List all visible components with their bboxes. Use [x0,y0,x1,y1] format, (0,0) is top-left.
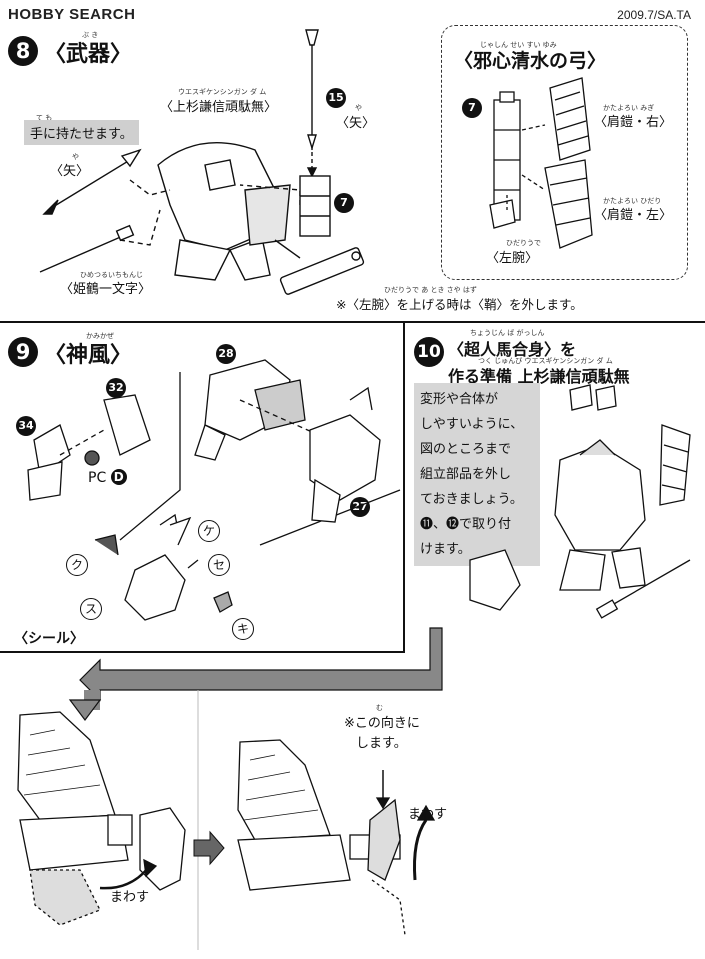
note-line-6: ⓫、⓬で取り付 [420,517,512,532]
right-shoulder-label: 〈肩鎧・右〉 [594,115,673,130]
left-arm-ruby: ひだりうで [506,239,541,247]
note-line-3: 図のところまで [420,442,512,457]
left-arm-label: 〈左腕〉 [486,251,539,266]
note-line-1: 変形や合体が [420,392,499,407]
bottom-note-ruby: ひだりうで あ とき さや はず [384,286,477,294]
step-9-title-ruby: かみかぜ [86,332,114,340]
note-line-2: しやすいように、 [420,417,524,432]
step-9-title: 〈神風〉 [44,343,133,368]
step-10-title-line1: 〈超人馬合身〉を [448,340,577,359]
pc-d-badge: D [110,469,127,485]
bottom-note: ※〈左腕〉を上げる時は〈鞘〉を外します。 [336,297,583,312]
step-9-bottom-border [0,651,405,653]
bow-part-7-badge: 7 [462,98,482,118]
hold-note-ruby: て も [36,114,53,122]
unit-label: 〈上杉謙信頑駄無〉 [160,100,278,115]
part-27-badge: 27 [350,497,370,517]
right-shoulder-ruby: かたよろい みぎ [603,104,655,112]
note-line-5: ておきましょう。 [420,492,523,507]
part-32-badge: 32 [106,378,126,398]
part-28-badge: 28 [216,344,236,364]
seal-ke: ケ [198,520,220,542]
row-divider [0,321,705,323]
seal-label: 〈シール〉 [14,631,84,647]
arrow-ruby: や [72,153,79,161]
sword-ruby: ひめつるいちもんじ [80,271,143,279]
rotate-label-left: まわす [110,890,150,905]
step-10-note: 変形や合体が しやすいように、 図のところまで 組立部品を外し ておきましょう。… [414,383,540,566]
bow-title: 〈邪心清水の弓〉 [454,50,607,72]
print-date: 2009.7/SA.TA [617,8,691,22]
site-logo: HOBBY SEARCH [8,6,136,23]
rotate-label-right: まわす [408,807,448,822]
sword-label: 〈姫鶴一文字〉 [60,282,152,297]
bow-detail-box [441,25,688,280]
step-8-number: 8 [8,36,38,66]
part-15-badge: 15 [326,88,346,108]
arrow-label: 〈矢〉 [50,164,90,179]
unit-ruby: ウエスギケンシンガン ダ ム [178,88,267,96]
seal-ki: キ [232,618,254,640]
step-10-number: 10 [414,337,444,367]
column-divider [403,321,405,651]
left-shoulder-label: 〈肩鎧・左〉 [594,208,673,223]
seal-se: セ [208,554,230,576]
orientation-note-line2: します。 [356,736,407,751]
seal-su: ス [80,598,102,620]
step-8-title: 〈武器〉 [44,42,133,67]
step-10-line1-ruby: ちょうじん ば がっしん [470,329,545,337]
note-line-7: けます。 [420,542,471,557]
step-9-number: 9 [8,337,38,367]
pc-label: PC D [88,469,127,486]
arrow-right-label: 〈矢〉 [336,116,376,131]
arrow-right-ruby: や [355,104,362,112]
step-10-title-line2: 作る準備 上杉謙信頑駄無 [448,367,630,386]
orientation-note-ruby: む [376,704,383,712]
step-10-line2-ruby: つく じゅんび ウエスギケンシンガン ダ ム [478,357,613,365]
pc-text: PC [88,470,107,486]
bow-title-ruby: じゃしん せい すい ゆみ [480,41,557,49]
part-34-badge: 34 [16,416,36,436]
left-shoulder-ruby: かたよろい ひだり [603,197,662,205]
part-7-badge: 7 [334,193,354,213]
step-8-title-ruby: ぶ き [82,31,99,39]
hold-note: 手に持たせます。 [24,120,139,145]
note-line-4: 組立部品を外し [420,467,512,482]
orientation-note-line1: ※この向きに [344,716,420,731]
seal-ku: ク [66,554,88,576]
